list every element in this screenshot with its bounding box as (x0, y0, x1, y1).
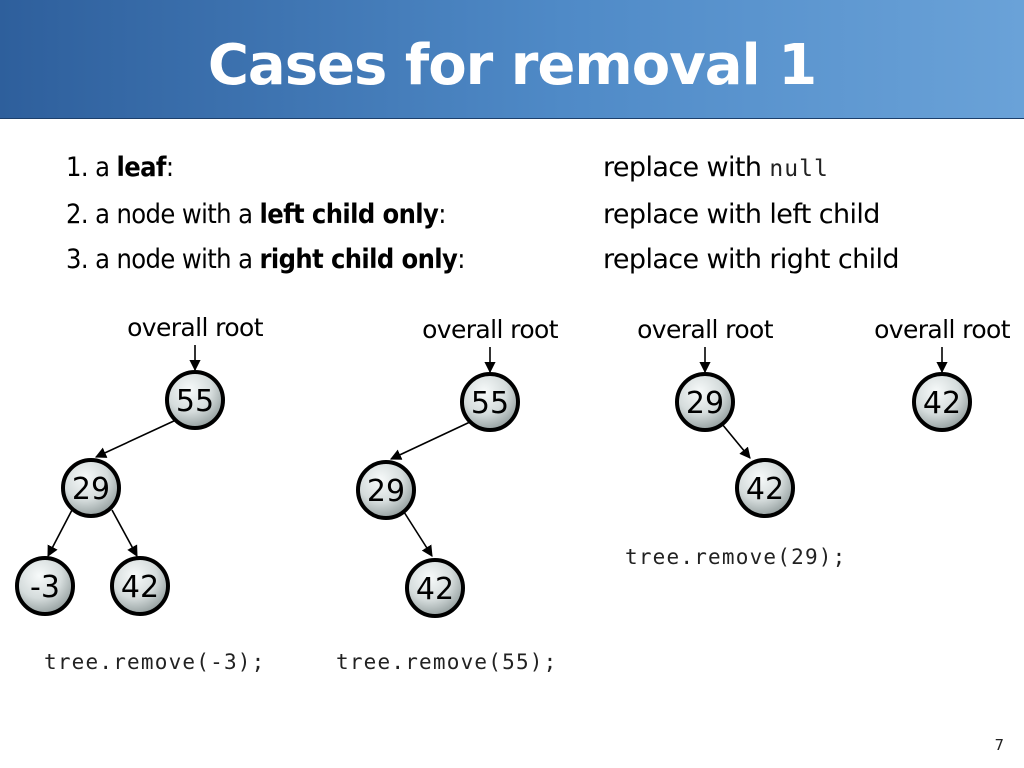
case-1-suffix: : (165, 152, 174, 183)
tree-3-node-29-label: 29 (686, 386, 724, 421)
tree-1-edge-55-29 (94, 419, 177, 458)
tree-1-node-neg3-label: -3 (30, 570, 60, 605)
tree-3-edge-29-42 (721, 423, 751, 459)
tree-1-code: tree.remove(-3); (44, 650, 266, 674)
case-1-action-text: replace with (603, 152, 770, 183)
case-3: 3. a node with a right child only: (66, 243, 465, 277)
tree-4-node-42-label: 42 (923, 386, 961, 421)
tree-3-node-42: 42 (735, 458, 795, 518)
case-2: 2. a node with a left child only: (66, 198, 446, 232)
tree-1-edge-29-42 (111, 509, 138, 557)
case-1-bold: leaf (116, 152, 167, 183)
tree-3: overall root 29 42 (637, 315, 795, 518)
tree-2-node-55-label: 55 (471, 386, 509, 421)
tree-2-code: tree.remove(55); (336, 650, 558, 674)
case-3-prefix: a node with a (95, 244, 260, 275)
tree-3-node-29: 29 (675, 372, 735, 432)
case-2-action-text: replace with left child (603, 199, 880, 230)
tree-1-node-neg3: -3 (15, 556, 75, 616)
case-2-suffix: : (438, 199, 446, 230)
tree-2-node-42-label: 42 (416, 572, 454, 607)
case-2-number: 2. (66, 199, 89, 230)
tree-1-node-42: 42 (110, 556, 170, 616)
tree-1: overall root 55 29 -3 42 (15, 313, 264, 616)
tree-1-edge-29-neg3 (47, 509, 73, 557)
tree-3-root-label: overall root (637, 315, 774, 344)
tree-3-code: tree.remove(29); (625, 545, 847, 569)
tree-2-root-label: overall root (422, 315, 559, 344)
tree-2-node-42: 42 (405, 558, 465, 618)
tree-1-node-42-label: 42 (121, 570, 159, 605)
tree-2-edge-29-42 (403, 511, 433, 557)
tree-2: overall root 55 29 42 (356, 315, 559, 618)
case-3-action: replace with right child (603, 243, 900, 277)
case-1-action: replace with null (603, 151, 829, 186)
case-2-bold: left child only (259, 199, 439, 230)
tree-2-node-55: 55 (460, 372, 520, 432)
tree-4-node-42: 42 (912, 372, 972, 432)
case-1: 1. a leaf: (66, 151, 174, 185)
case-1-number: 1. (66, 152, 89, 183)
tree-2-node-29-label: 29 (367, 474, 405, 509)
case-3-action-text: replace with right child (603, 244, 900, 275)
tree-2-edge-55-29 (389, 421, 471, 460)
case-3-number: 3. (66, 244, 89, 275)
case-3-suffix: : (457, 244, 465, 275)
tree-4-root-label: overall root (874, 315, 1011, 344)
tree-1-root-label: overall root (127, 313, 264, 342)
tree-1-node-55: 55 (165, 370, 225, 430)
case-2-action: replace with left child (603, 198, 880, 232)
tree-2-node-29: 29 (356, 460, 416, 520)
case-2-prefix: a node with a (95, 199, 260, 230)
slide-title: Cases for removal 1 (207, 33, 817, 98)
tree-1-node-29: 29 (61, 458, 121, 518)
tree-1-node-55-label: 55 (176, 384, 214, 419)
page-number: 7 (994, 736, 1004, 754)
title-bar: Cases for removal 1 (0, 0, 1024, 119)
tree-4: overall root 42 (874, 315, 1011, 432)
case-1-prefix: a (95, 152, 117, 183)
case-1-action-code: null (769, 156, 829, 182)
tree-1-node-29-label: 29 (72, 472, 110, 507)
tree-3-node-42-label: 42 (746, 472, 784, 507)
case-3-bold: right child only (259, 244, 458, 275)
